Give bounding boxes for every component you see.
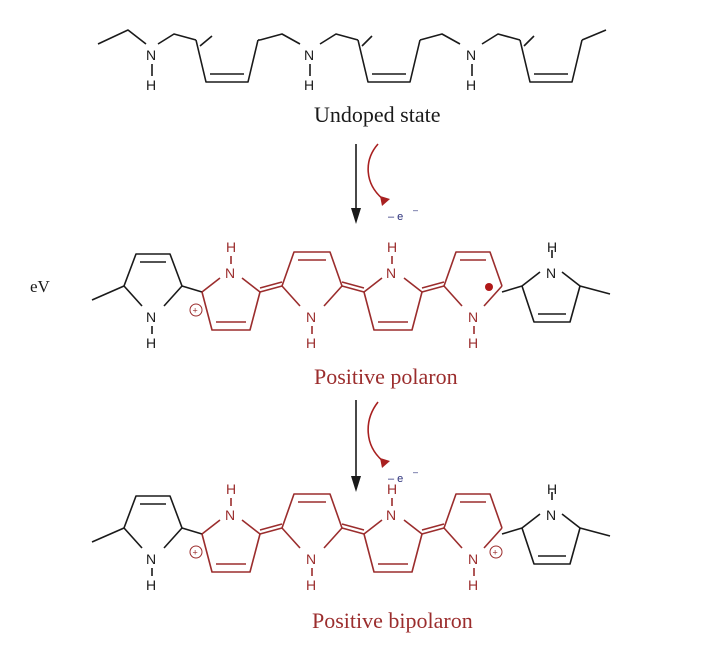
nitrogen-atom: N (306, 309, 316, 325)
nitrogen-atom: N (546, 507, 556, 523)
bipolaron-caption: Positive bipolaron (312, 608, 473, 633)
polaron-radical-dot (485, 283, 493, 291)
polaron-caption: Positive polaron (314, 364, 458, 389)
polaron-black-rings (91, 250, 611, 334)
nitrogen-atom: N (225, 265, 235, 281)
nitrogen-atom: N (304, 47, 314, 63)
undoped-state-atoms: N H N H N H (146, 47, 476, 93)
electron-minus-sign: – (413, 467, 418, 477)
hydrogen-atom: H (466, 77, 476, 93)
nitrogen-atom: N (306, 551, 316, 567)
electron-minus-sign: – (413, 205, 418, 215)
oxidation-arrow-1 (351, 143, 390, 224)
positive-charge-sign: + (493, 548, 498, 558)
hydrogen-atom: H (547, 239, 557, 255)
bipolaron-atoms: N H H N N H H N N H H N (146, 481, 557, 593)
nitrogen-atom: N (468, 309, 478, 325)
bipolaron-positive-charge-left: + (189, 545, 203, 559)
nitrogen-atom: N (468, 551, 478, 567)
hydrogen-atom: H (387, 481, 397, 497)
hydrogen-atom: H (146, 77, 156, 93)
electron-loss-label: – e (388, 473, 403, 485)
nitrogen-atom: N (146, 47, 156, 63)
hydrogen-atom: H (226, 239, 236, 255)
nitrogen-atom: N (546, 265, 556, 281)
hydrogen-atom: H (387, 239, 397, 255)
bipolaron-black-rings (91, 492, 611, 576)
hydrogen-atom: H (468, 577, 478, 593)
bipolaron-positive-charge-right: + (489, 545, 503, 559)
hydrogen-atom: H (304, 77, 314, 93)
hydrogen-atom: H (146, 577, 156, 593)
hydrogen-atom: H (547, 481, 557, 497)
hydrogen-atom: H (146, 335, 156, 351)
nitrogen-atom: N (466, 47, 476, 63)
nitrogen-atom: N (225, 507, 235, 523)
hydrogen-atom: H (468, 335, 478, 351)
nitrogen-atom: N (146, 309, 156, 325)
nitrogen-atom: N (386, 507, 396, 523)
polaron-red-rings (201, 251, 503, 334)
polaron-positive-charge: + (189, 303, 203, 317)
oxidation-arrow-2 (351, 400, 390, 492)
electron-loss-label: – e (388, 211, 403, 223)
hydrogen-atom: H (306, 577, 316, 593)
undoped-state-structure (97, 29, 607, 83)
hydrogen-atom: H (306, 335, 316, 351)
positive-charge-sign: + (193, 548, 198, 558)
ev-label: eV (30, 277, 51, 296)
bipolaron-red-rings (201, 493, 503, 576)
nitrogen-atom: N (146, 551, 156, 567)
hydrogen-atom: H (226, 481, 236, 497)
positive-charge-sign: + (193, 306, 198, 316)
undoped-state-caption: Undoped state (314, 102, 440, 127)
nitrogen-atom: N (386, 265, 396, 281)
polaron-atoms: N H H N N H H N N H H N (146, 239, 557, 351)
